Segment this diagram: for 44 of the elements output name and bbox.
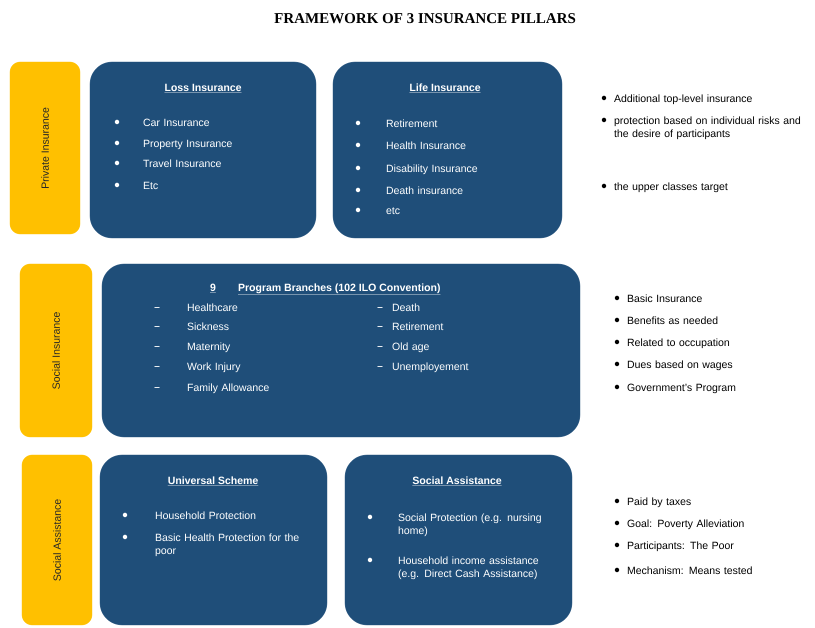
list-item: Retirement bbox=[377, 322, 444, 330]
list-item: Retirement bbox=[356, 119, 438, 128]
list-item: Property Insurance bbox=[114, 140, 232, 150]
list-item: Sickness bbox=[154, 322, 229, 330]
list-item: Etc bbox=[114, 182, 158, 190]
list-item: Maternity bbox=[154, 342, 230, 352]
list-item: the upper classes target bbox=[602, 182, 728, 192]
list-item: Additional top-level insurance bbox=[602, 94, 752, 104]
list-item: Household Protection bbox=[122, 511, 256, 520]
list-item: Government’s Program bbox=[614, 384, 736, 394]
title: FRAMEWORK OF 3 INSURANCE PILLARS bbox=[274, 13, 576, 24]
box-heading: Program Branches (102 ILO Convention) bbox=[238, 283, 441, 295]
list-item: Unemployement bbox=[377, 362, 468, 372]
list-item: Basic Insurance bbox=[614, 294, 702, 302]
category-band: Private Insurance bbox=[10, 62, 80, 234]
list-item: protection based on individual risks and the desire of participants bbox=[602, 116, 800, 140]
list-item: Household income assistance (e.g. Direct Cash Assistance) bbox=[368, 556, 538, 580]
box-heading: Universal Scheme bbox=[168, 476, 258, 486]
category-band: Social Insurance bbox=[20, 264, 92, 438]
list-item: Work Injury bbox=[154, 362, 240, 372]
list-item: Family Allowance bbox=[154, 383, 269, 394]
list-item: Car Insurance bbox=[114, 118, 210, 126]
list-item: Death insurance bbox=[356, 186, 463, 194]
list-item: Travel Insurance bbox=[114, 159, 221, 168]
category-band: Social Assistance bbox=[22, 454, 92, 626]
list-item: Mechanism: Means tested bbox=[614, 566, 752, 574]
box-heading: Loss Insurance bbox=[164, 84, 242, 93]
box-heading: Life Insurance bbox=[409, 83, 481, 93]
list-item: Goal: Poverty Alleviation bbox=[614, 519, 744, 530]
list-item: Participants: The Poor bbox=[614, 541, 734, 552]
list-item: Healthcare bbox=[154, 303, 238, 312]
list-item: Disability Insurance bbox=[356, 164, 478, 174]
list-item: Social Protection (e.g. nursing home) bbox=[368, 513, 541, 536]
list-item: Old age bbox=[377, 342, 429, 352]
list-item: etc bbox=[356, 207, 400, 214]
box-heading: 9 bbox=[210, 284, 216, 293]
list-item: Benefits as needed bbox=[614, 316, 718, 324]
list-item: Paid by taxes bbox=[614, 497, 691, 508]
list-item: Death bbox=[377, 303, 420, 312]
list-item: Health Insurance bbox=[356, 141, 466, 150]
box-heading: Social Assistance bbox=[412, 476, 502, 486]
list-item: Basic Health Protection for the poor bbox=[122, 533, 299, 556]
list-item: Related to occupation bbox=[614, 338, 730, 348]
list-item: Dues based on wages bbox=[614, 360, 732, 370]
